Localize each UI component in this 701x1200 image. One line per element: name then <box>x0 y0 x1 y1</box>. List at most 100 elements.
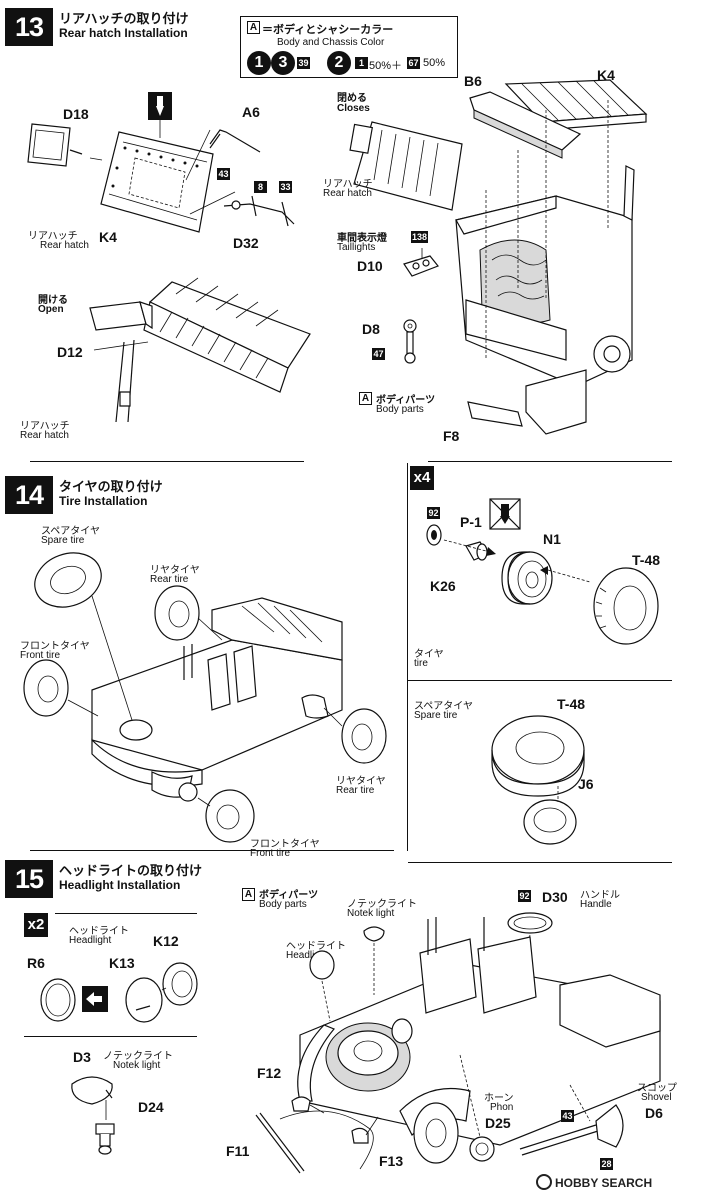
paint-8: 8 <box>254 181 267 193</box>
tire-assembly-arrows <box>443 539 591 583</box>
watermark: HOBBY SEARCH <box>536 1174 652 1190</box>
shovel-label-jp: スコップ <box>637 1083 677 1094</box>
rear-hatch3-label-jp: リアハッチ <box>20 421 70 432</box>
part-d24: D24 <box>138 1099 164 1115</box>
taillights-label-en: Taillights <box>337 242 376 253</box>
part-f8: F8 <box>443 428 460 444</box>
step-15-number: 15 <box>5 860 53 898</box>
color-code-a: A <box>247 21 260 34</box>
divider-14-15-right <box>408 862 672 863</box>
paint-43: 43 <box>217 168 230 180</box>
rear-hatch2-label-en: Rear hatch <box>323 188 372 199</box>
divider-13-14-right <box>428 461 672 462</box>
paint-92: 92 <box>427 507 440 519</box>
part-d32-drawing <box>223 195 295 227</box>
step-15-title-en: Headlight Installation <box>59 878 181 892</box>
notek-box-label-en: Notek light <box>113 1060 161 1071</box>
part-d8: D8 <box>362 321 380 337</box>
front-tire-label-en: Front tire <box>20 650 61 661</box>
part-f13: F13 <box>379 1153 404 1169</box>
rear-hatch-label-en: Rear hatch <box>40 240 89 251</box>
part-a6-drawing <box>209 129 261 153</box>
rear-tire2-label-jp: リヤタイヤ <box>336 776 386 787</box>
notek-light-label-en: Notek light <box>347 908 395 919</box>
tire-multiplier-x4: x4 <box>410 466 434 490</box>
part-d32: D32 <box>233 235 259 251</box>
part-j6: J6 <box>578 776 594 792</box>
taillights-label-jp: 車間表示燈 <box>337 233 387 244</box>
step-13-title-en: Rear hatch Installation <box>59 26 188 40</box>
step-14-title-en: Tire Installation <box>59 494 148 508</box>
paint-33: 33 <box>279 181 292 193</box>
spare-tire-assembly-drawing <box>491 715 585 845</box>
paint-mix-67: 67 <box>407 57 420 69</box>
notek-light-label-jp: ノテックライト <box>347 899 417 910</box>
part-d12: D12 <box>57 344 83 360</box>
divider-14-15-left <box>30 850 394 851</box>
part-k12: K12 <box>153 933 179 949</box>
closes-label-en: Closes <box>337 103 370 114</box>
notek-light-parts-drawing <box>71 1076 115 1155</box>
paint-mix-1-pct: 50%＋ <box>369 60 403 72</box>
part-k26: K26 <box>430 578 456 594</box>
color-title-jp: ＝ボディとシャシーカラー <box>262 24 394 36</box>
part-d3: D3 <box>73 1049 91 1065</box>
rear-hatch-open-drawing <box>89 277 311 423</box>
no-cement-icon <box>489 498 521 530</box>
part-f8-drawing <box>467 401 523 427</box>
body-chassis-color-box: A ＝ボディとシャシーカラー Body and Chassis Color 1 … <box>240 16 458 78</box>
paint-3: 3 <box>271 51 295 75</box>
vehicle-tire-installation-drawing <box>23 552 387 843</box>
open-label-jp: 開ける <box>38 295 68 306</box>
part-d18: D18 <box>63 106 89 122</box>
part-n1: N1 <box>543 531 561 547</box>
spare-tire-label-en: Spare tire <box>41 535 85 546</box>
rear-tire2-label-en: Rear tire <box>336 785 375 796</box>
part-t48-spare: T-48 <box>557 696 586 712</box>
front-tire2-label-jp: フロントタイヤ <box>250 839 320 850</box>
body-parts-15-code: A <box>242 888 255 901</box>
rear-hatch3-label-en: Rear hatch <box>20 430 69 441</box>
part-k4-panel-drawing <box>504 79 648 131</box>
headlight-box-label-en: Headlight <box>69 935 112 946</box>
spare-tire-label-jp: スペアタイヤ <box>41 526 100 537</box>
part-t48: T-48 <box>632 552 661 568</box>
body-parts-label-en: Body parts <box>376 404 424 415</box>
paint-1: 1 <box>247 51 271 75</box>
part-d10-drawing <box>403 248 439 277</box>
step-13-title-jp: リアハッチの取り付け <box>59 11 189 26</box>
part-d25: D25 <box>485 1115 511 1131</box>
part-d6: D6 <box>645 1105 663 1121</box>
paint-39: 39 <box>297 57 310 69</box>
front-tire-label-jp: フロントタイヤ <box>20 641 90 652</box>
divider-headlight-box <box>55 913 197 914</box>
part-b6-drawing <box>469 91 582 159</box>
open-label-en: Open <box>38 304 64 315</box>
body-parts-label-jp: ボディパーツ <box>376 395 436 406</box>
rear-tire-label-en: Rear tire <box>150 574 189 585</box>
paint-43-shovel: 43 <box>561 1110 574 1122</box>
part-a6: A6 <box>242 104 260 120</box>
handle-label-jp: ハンドル <box>580 890 620 901</box>
horn-label-en: Phon <box>490 1102 514 1113</box>
part-k4-left: K4 <box>99 229 117 245</box>
paint-92-handle: 92 <box>518 890 531 902</box>
part-k26-drawing <box>426 524 442 546</box>
paint-mix-67-pct: 50% <box>423 57 446 69</box>
front-tire2-label-en: Front tire <box>250 848 291 859</box>
part-k13: K13 <box>109 955 135 971</box>
paint-138: 138 <box>411 231 429 243</box>
rear-hatch2-label-jp: リアハッチ <box>323 179 373 190</box>
color-title-en: Body and Chassis Color <box>277 37 385 48</box>
step-14-number: 14 <box>5 476 53 514</box>
step-15-title-jp: ヘッドライトの取り付け <box>59 863 203 878</box>
closes-label-jp: 閉める <box>337 93 367 104</box>
part-t48-tire-drawing <box>593 567 659 645</box>
divider-notek-box <box>24 1036 197 1037</box>
rear-hatch-label-jp: リアハッチ <box>28 231 78 242</box>
horn-label-jp: ホーン <box>484 1093 514 1104</box>
rear-hatch-closed-drawing <box>349 121 463 211</box>
divider-13-14-left <box>30 461 304 462</box>
watermark-text: HOBBY SEARCH <box>555 1176 653 1190</box>
part-d8-drawing <box>403 319 417 364</box>
